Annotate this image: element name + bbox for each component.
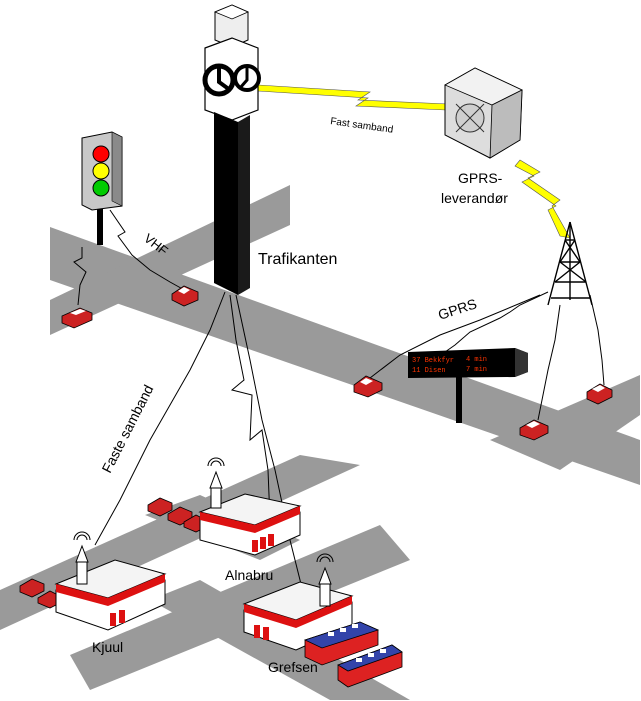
sign-row1-route: 37 Bekkfyr — [412, 357, 454, 365]
link-vhf-trafficlight — [109, 209, 189, 293]
link-gprs-sign — [444, 291, 549, 353]
car-icon — [19, 578, 45, 598]
traffic-light-yellow — [92, 162, 110, 180]
gprs-label: GPRS — [436, 295, 479, 322]
gprs-provider-server — [444, 67, 523, 159]
trafikanten-label: Trafikanten — [258, 251, 337, 268]
sign-row1-time: 4 min — [466, 356, 487, 364]
traffic-light-green — [92, 179, 110, 197]
gprs-provider-label-line2: leverandør — [441, 190, 508, 206]
gprs-mast-icon — [547, 221, 593, 306]
sign-row2-route: 11 Disen — [412, 367, 446, 375]
link-gprs-left-car — [369, 294, 541, 379]
link-gprs-right-car — [589, 294, 605, 386]
bus-icon — [303, 621, 380, 666]
link-tower-to-grefsen — [235, 294, 306, 601]
link-gprs-lower-car — [537, 304, 561, 421]
depot-kjuul-label: Kjuul — [92, 639, 123, 655]
car-icon — [586, 383, 613, 405]
real-time-info-sign — [408, 348, 528, 423]
vehicles — [19, 285, 613, 609]
communication-links — [73, 209, 605, 601]
gprs-provider-link-bolt — [514, 159, 571, 239]
link-tower-to-kjuul — [94, 291, 226, 546]
link-vhf-car — [73, 247, 87, 306]
depot-grefsen — [242, 553, 403, 688]
depot-alnabru-label: Alnabru — [225, 567, 273, 583]
tower-column — [214, 112, 238, 295]
depot-alnabru — [198, 457, 302, 556]
trafikanten-tower — [202, 4, 261, 295]
fast-samband-label: Fast samband — [330, 116, 394, 136]
car-icon — [353, 375, 383, 398]
faste-samband-label: Faste samband — [98, 382, 156, 475]
link-tower-to-alnabru — [229, 294, 271, 521]
sign-row2-time: 7 min — [466, 366, 487, 374]
depot-grefsen-label: Grefsen — [268, 659, 318, 675]
traffic-light-red — [92, 145, 110, 163]
depot-kjuul — [54, 531, 167, 631]
car-icon — [147, 497, 173, 517]
car-icon — [519, 419, 549, 441]
bus-icon — [337, 644, 403, 688]
gprs-provider-label-line1: GPRS- — [458, 170, 503, 186]
car-icon — [61, 307, 93, 329]
traffic-light — [81, 131, 123, 245]
car-icon — [171, 285, 199, 307]
fixed-link-bolt — [257, 84, 449, 111]
